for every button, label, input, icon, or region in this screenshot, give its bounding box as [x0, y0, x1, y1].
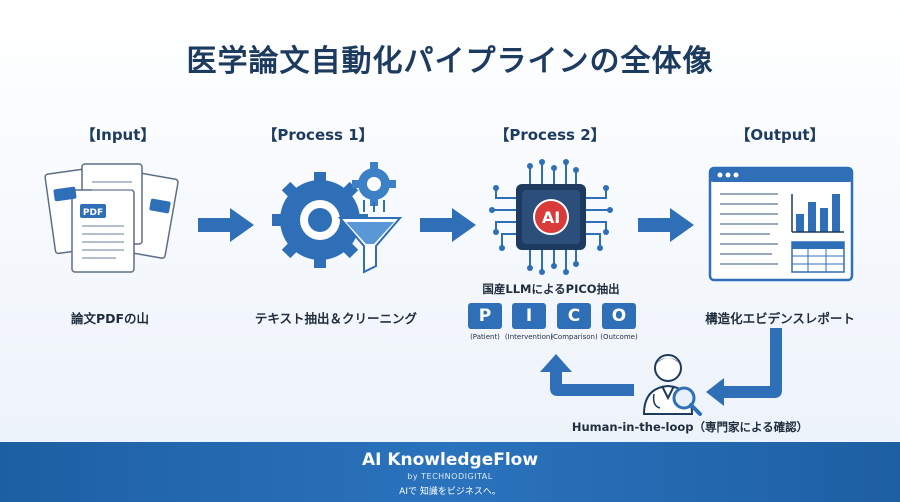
- stage-label-process-1: 【Process 1】: [262, 126, 374, 144]
- human-in-the-loop-label: Human-in-the-loop（専門家による確認）: [571, 420, 809, 434]
- pico-sub-comparison: (Comparison): [550, 333, 598, 341]
- pico-letter-o: O: [602, 303, 636, 329]
- caption-output: 構造化エビデンスレポート: [705, 311, 855, 326]
- loop-arrow-up-left-icon: [540, 354, 634, 396]
- report-window-icon: [708, 166, 854, 282]
- caption-process-2: 国産LLMによるPICO抽出: [482, 282, 620, 296]
- pico-letter-c: C: [557, 303, 591, 329]
- arrow-right-icon: [198, 208, 254, 242]
- pico-letter-i: I: [512, 303, 546, 329]
- pico-sub-outcome: (Outcome): [600, 333, 638, 341]
- caption-process-1: テキスト抽出＆クリーニング: [254, 311, 418, 326]
- ai-badge: AI: [542, 208, 560, 227]
- stage-label-input: 【Input】: [80, 126, 156, 144]
- arrow-right-icon: [638, 208, 694, 242]
- pico-sub-patient: (Patient): [470, 333, 500, 341]
- gear-funnel-icon: [272, 162, 403, 274]
- pdf-stack-icon: PDF: [44, 163, 179, 273]
- arrow-right-icon: [420, 208, 476, 242]
- footer-tagline: AIで 知識をビジネスへ。: [399, 487, 501, 497]
- expert-doctor-icon: [642, 354, 702, 416]
- footer-by: by TECHNODIGITAL: [407, 472, 493, 481]
- stage-label-output: 【Output】: [735, 126, 825, 144]
- ai-chip-icon: AI: [489, 159, 613, 275]
- caption-input: 論文PDFの山: [70, 311, 150, 326]
- footer-bar: AI KnowledgeFlow by TECHNODIGITAL AIで 知識…: [0, 442, 900, 502]
- footer-brand: AI KnowledgeFlow: [361, 450, 539, 470]
- pico-letter-p: P: [468, 303, 502, 329]
- loop-arrow-down-left-icon: [706, 328, 782, 406]
- pdf-badge: PDF: [83, 208, 103, 218]
- stage-label-process-2: 【Process 2】: [494, 126, 606, 144]
- page-title: 医学論文自動化パイプラインの全体像: [186, 44, 714, 79]
- pico-sub-intervention: (Intervention): [504, 333, 554, 341]
- pico-group: P I C O (Patient) (Intervention) (Compar…: [468, 303, 638, 353]
